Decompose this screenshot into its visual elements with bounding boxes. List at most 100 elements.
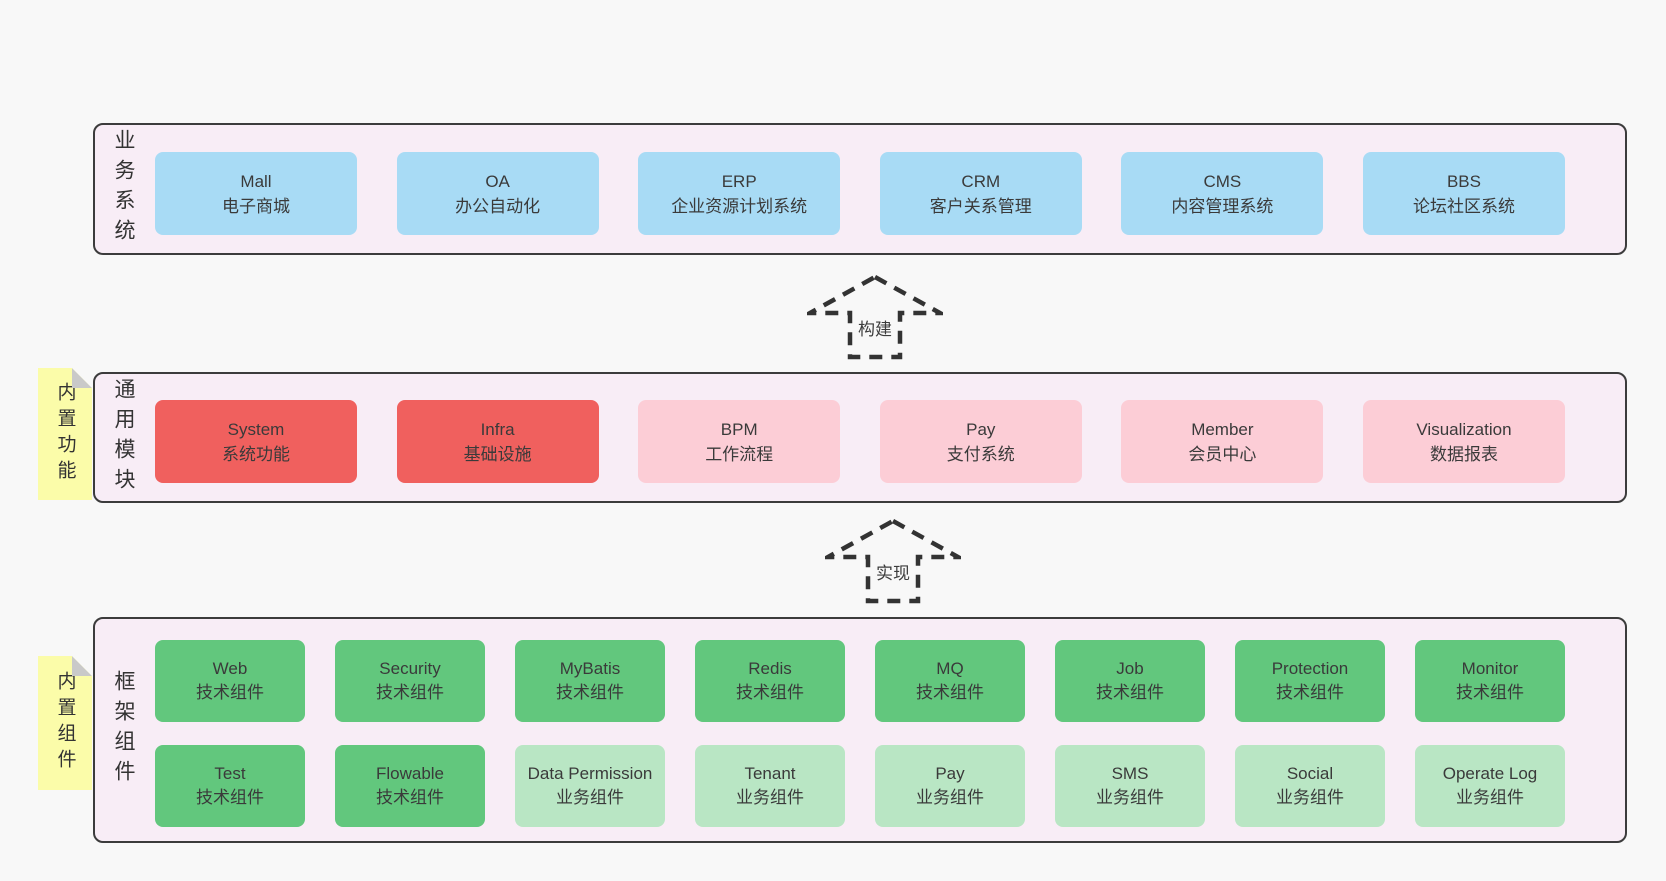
arrow-label: 实现 xyxy=(871,558,915,585)
box-mq: MQ 技术组件 xyxy=(875,640,1025,722)
box-title: Visualization xyxy=(1416,419,1512,439)
arrow-implement: 实现 xyxy=(825,518,961,604)
box-title: System xyxy=(227,419,285,439)
note-fold-icon xyxy=(72,656,92,676)
box-subtitle: 技术组件 xyxy=(196,788,264,807)
box-data-permission: Data Permission 业务组件 xyxy=(515,745,665,827)
box-subtitle: 系统功能 xyxy=(222,444,290,464)
box-subtitle: 技术组件 xyxy=(1456,683,1524,702)
band-framework-components: 框架组件 Web 技术组件 Security 技术组件 MyBatis 技术组件… xyxy=(93,617,1627,843)
box-erp: ERP 企业资源计划系统 xyxy=(638,152,841,235)
box-title: Data Permission xyxy=(527,764,653,783)
band-label-text: 通用模块 xyxy=(112,377,135,498)
box-subtitle: 业务组件 xyxy=(1456,788,1524,807)
box-operate-log: Operate Log 业务组件 xyxy=(1415,745,1565,827)
box-title: Security xyxy=(379,659,441,678)
box-title: Operate Log xyxy=(1442,764,1538,783)
box-protection: Protection 技术组件 xyxy=(1235,640,1385,722)
box-bbs: BBS 论坛社区系统 xyxy=(1362,152,1565,235)
box-title: MyBatis xyxy=(559,659,621,678)
box-crm: CRM 客户关系管理 xyxy=(879,152,1082,235)
box-title: Flowable xyxy=(375,764,445,783)
note-fold-icon xyxy=(72,368,92,388)
box-title: Member xyxy=(1191,419,1254,439)
band-row: System 系统功能 Infra 基础设施 BPM 工作流程 Pay 支付系统… xyxy=(155,400,1565,483)
box-mybatis: MyBatis 技术组件 xyxy=(515,640,665,722)
box-pay-component: Pay 业务组件 xyxy=(875,745,1025,827)
box-subtitle: 业务组件 xyxy=(556,788,624,807)
box-subtitle: 电子商城 xyxy=(222,196,290,216)
box-system: System 系统功能 xyxy=(155,400,357,483)
note-text: 内置功能 xyxy=(54,382,76,486)
box-title: Protection xyxy=(1271,659,1349,678)
box-title: Pay xyxy=(935,764,965,783)
box-subtitle: 业务组件 xyxy=(916,788,984,807)
box-redis: Redis 技术组件 xyxy=(695,640,845,722)
band-label: 通用模块 xyxy=(106,374,140,501)
box-subtitle: 技术组件 xyxy=(1096,683,1164,702)
box-subtitle: 会员中心 xyxy=(1188,444,1257,464)
band-label-text: 框架组件 xyxy=(112,670,135,790)
box-title: BPM xyxy=(720,419,758,439)
box-title: CRM xyxy=(961,171,1001,191)
box-title: Infra xyxy=(480,419,515,439)
box-subtitle: 技术组件 xyxy=(736,683,804,702)
box-title: Pay xyxy=(966,419,996,439)
box-title: Test xyxy=(214,764,246,783)
box-pay-module: Pay 支付系统 xyxy=(879,400,1082,483)
box-title: Web xyxy=(212,659,248,678)
band-row: Mall 电子商城 OA 办公自动化 ERP 企业资源计划系统 CRM 客户关系… xyxy=(155,152,1565,235)
box-subtitle: 论坛社区系统 xyxy=(1412,196,1515,216)
box-subtitle: 数据报表 xyxy=(1429,444,1498,464)
box-cms: CMS 内容管理系统 xyxy=(1121,152,1324,235)
box-security: Security 技术组件 xyxy=(335,640,485,722)
box-title: BBS xyxy=(1446,171,1481,191)
box-subtitle: 技术组件 xyxy=(556,683,624,702)
box-title: MQ xyxy=(936,659,964,678)
box-job: Job 技术组件 xyxy=(1055,640,1205,722)
box-flowable: Flowable 技术组件 xyxy=(335,745,485,827)
band-row-1: Web 技术组件 Security 技术组件 MyBatis 技术组件 Redi… xyxy=(155,640,1565,722)
box-subtitle: 技术组件 xyxy=(916,683,984,702)
box-subtitle: 技术组件 xyxy=(196,683,264,702)
band-common-modules: 通用模块 System 系统功能 Infra 基础设施 BPM 工作流程 Pay… xyxy=(93,372,1627,503)
box-subtitle: 业务组件 xyxy=(1096,788,1164,807)
box-infra: Infra 基础设施 xyxy=(396,400,599,483)
box-sms: SMS 业务组件 xyxy=(1055,745,1205,827)
band-label-text: 业务系统 xyxy=(112,129,135,249)
box-subtitle: 业务组件 xyxy=(1276,788,1344,807)
box-subtitle: 业务组件 xyxy=(736,788,804,807)
box-subtitle: 基础设施 xyxy=(463,444,532,464)
box-title: CMS xyxy=(1203,171,1242,191)
box-oa: OA 办公自动化 xyxy=(396,152,599,235)
box-monitor: Monitor 技术组件 xyxy=(1415,640,1565,722)
box-title: Tenant xyxy=(744,764,796,783)
box-title: Mall xyxy=(240,171,272,191)
box-bpm: BPM 工作流程 xyxy=(638,400,841,483)
arrow-build: 构建 xyxy=(807,274,943,360)
note-built-in-components: 内置组件 xyxy=(38,656,92,790)
note-text: 内置组件 xyxy=(54,671,76,775)
box-subtitle: 工作流程 xyxy=(705,444,774,464)
box-subtitle: 技术组件 xyxy=(376,788,444,807)
box-title: SMS xyxy=(1111,764,1149,783)
box-member: Member 会员中心 xyxy=(1121,400,1324,483)
box-title: OA xyxy=(485,171,510,191)
box-title: Social xyxy=(1286,764,1334,783)
box-title: Redis xyxy=(748,659,792,678)
box-subtitle: 办公自动化 xyxy=(455,196,541,216)
box-tenant: Tenant 业务组件 xyxy=(695,745,845,827)
box-subtitle: 内容管理系统 xyxy=(1171,196,1274,216)
box-visualization: Visualization 数据报表 xyxy=(1362,400,1565,483)
band-row-2: Test 技术组件 Flowable 技术组件 Data Permission … xyxy=(155,745,1565,827)
box-title: Monitor xyxy=(1461,659,1519,678)
box-subtitle: 技术组件 xyxy=(1276,683,1344,702)
box-title: Job xyxy=(1116,659,1144,678)
box-web: Web 技术组件 xyxy=(155,640,305,722)
band-label: 框架组件 xyxy=(106,619,140,841)
box-subtitle: 客户关系管理 xyxy=(929,196,1032,216)
box-social: Social 业务组件 xyxy=(1235,745,1385,827)
arrow-up-icon xyxy=(825,518,961,604)
arrow-label: 构建 xyxy=(853,314,897,341)
